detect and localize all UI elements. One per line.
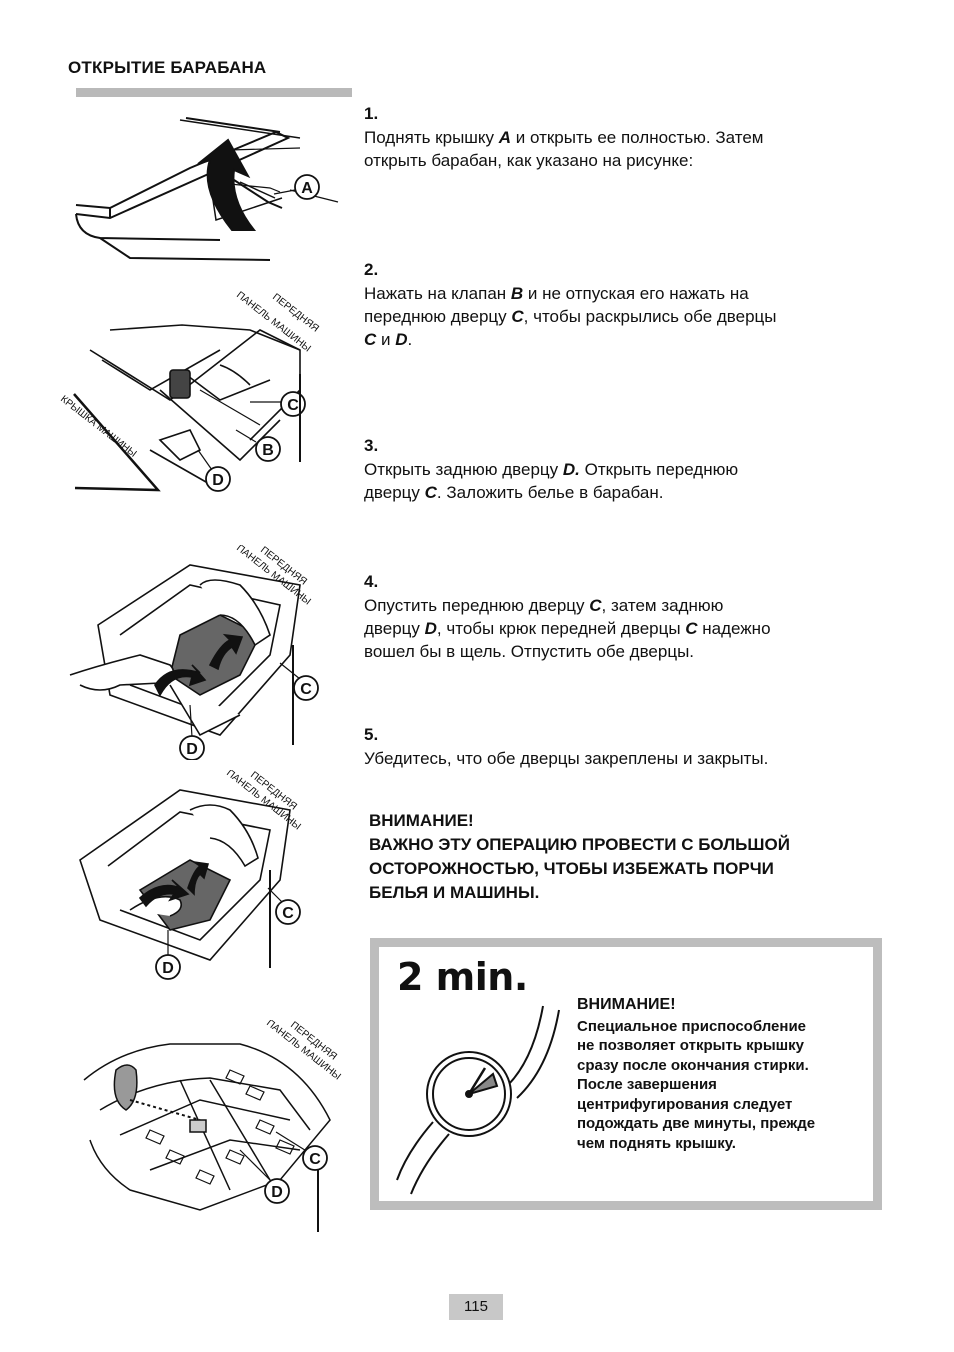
svg-text:КРЫШКА МАШИНЫ: КРЫШКА МАШИНЫ bbox=[58, 394, 138, 460]
callout-b-label: B bbox=[262, 442, 274, 459]
step-line: Убедитесь, что обе дверцы закреплены и з… bbox=[364, 749, 769, 768]
step-4: 4. Опустить переднюю дверцу C, затем задн… bbox=[364, 570, 864, 663]
step-line: C и D. bbox=[364, 330, 413, 349]
svg-text:D: D bbox=[271, 1184, 283, 1201]
svg-text:C: C bbox=[309, 1151, 321, 1168]
figure-lid-open: A bbox=[75, 117, 339, 261]
title-underline bbox=[76, 88, 352, 97]
step-line: дверцу D, чтобы крюк передней дверцы C н… bbox=[364, 619, 771, 638]
warning-line: ВАЖНО ЭТУ ОПЕРАЦИЮ ПРОВЕСТИ С БОЛЬШОЙ bbox=[369, 835, 790, 854]
step-line: Поднять крышку A и открыть ее полностью.… bbox=[364, 128, 764, 147]
warning-heading: ВНИМАНИЕ! bbox=[369, 811, 474, 830]
notice-line: подождать две минуты, прежде bbox=[577, 1115, 816, 1132]
step-5: 5. Убедитесь, что обе дверцы закреплены и… bbox=[364, 723, 864, 770]
notice-heading: ВНИМАНИЕ! bbox=[577, 996, 676, 1013]
step-3: 3. Открыть заднюю дверцу D. Открыть перед… bbox=[364, 434, 864, 504]
callout-a-label: A bbox=[301, 180, 313, 197]
timer-label: 2 min. bbox=[397, 955, 528, 999]
warning-line: БЕЛЬЯ И МАШИНЫ. bbox=[369, 883, 540, 902]
figure-drum-closed: ПЕРЕДНЯЯ ПАНЕЛЬ МАШИНЫ C D bbox=[83, 1020, 343, 1232]
watch-icon bbox=[396, 1005, 560, 1195]
callout-c-label: C bbox=[287, 397, 299, 414]
notice-box: 2 min. ВНИМАНИЕ! Специальное приспособле… bbox=[370, 938, 882, 1210]
svg-text:D: D bbox=[162, 960, 174, 977]
notice-line: Специальное приспособление bbox=[577, 1017, 807, 1035]
notice-line: чем поднять крышку. bbox=[577, 1134, 736, 1152]
step-1: 1. Поднять крышку A и открыть ее полность… bbox=[364, 102, 864, 172]
notice-text: ВНИМАНИЕ! Специальное приспособление не … bbox=[577, 995, 877, 1153]
step-line: Опустить переднюю дверцу C, затем заднюю bbox=[364, 596, 724, 615]
notice-line: После завершения bbox=[577, 1076, 717, 1093]
notice-line: не позволяет открыть крышку bbox=[577, 1037, 804, 1054]
step-2: 2. Нажать на клапан B и не отпуская его н… bbox=[364, 258, 864, 351]
warning-line: ОСТОРОЖНОСТЬЮ, ЧТОБЫ ИЗБЕЖАТЬ ПОРЧИ bbox=[369, 859, 774, 878]
step-number: 4. bbox=[364, 572, 379, 591]
figure-valve: ПЕРЕДНЯЯ ПАНЕЛЬ МАШИНЫ КРЫШКА МАШИНЫ C B… bbox=[58, 290, 321, 492]
svg-text:C: C bbox=[282, 905, 294, 922]
callout-a bbox=[294, 174, 320, 200]
callout-d-label: D bbox=[212, 472, 224, 489]
svg-text:C: C bbox=[300, 681, 312, 698]
step-number: 3. bbox=[364, 436, 379, 455]
step-line: переднюю дверцу C, чтобы раскрылись обе … bbox=[364, 307, 777, 326]
svg-text:D: D bbox=[186, 741, 198, 758]
step-line: открыть барабан, как указано на рисунке: bbox=[364, 151, 694, 170]
notice-line: сразу после окончания стирки. bbox=[577, 1056, 809, 1074]
page-title: ОТКРЫТИЕ БАРАБАНА bbox=[68, 58, 267, 77]
page-number: 115 bbox=[449, 1294, 503, 1320]
step-line: дверцу C. Заложить белье в барабан. bbox=[364, 483, 664, 502]
step-number: 5. bbox=[364, 725, 379, 744]
figure-doors-close: ПЕРЕДНЯЯ ПАНЕЛЬ МАШИНЫ C D bbox=[79, 770, 303, 980]
figure-doors-open: ПЕРЕДНЯЯ ПАНЕЛЬ МАШИНЫ C D bbox=[69, 545, 319, 760]
warning-block: ВНИМАНИЕ! ВАЖНО ЭТУ ОПЕРАЦИЮ ПРОВЕСТИ С … bbox=[369, 809, 869, 905]
step-line: Нажать на клапан B и не отпуская его наж… bbox=[364, 284, 749, 303]
step-number: 1. bbox=[364, 104, 379, 123]
step-number: 2. bbox=[364, 260, 379, 279]
notice-line: центрифугирования следует bbox=[577, 1095, 793, 1113]
step-line: вошел бы в щель. Отпустить обе дверцы. bbox=[364, 642, 695, 661]
step-line: Открыть заднюю дверцу D. Открыть передню… bbox=[364, 460, 739, 479]
